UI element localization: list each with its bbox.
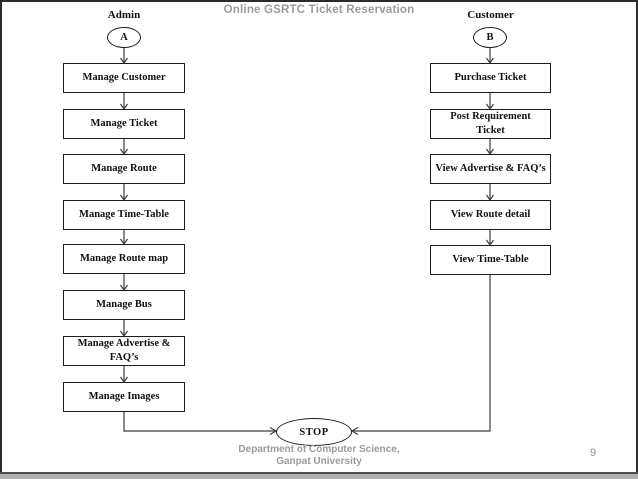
- bottom-divider-line: [0, 472, 638, 474]
- flow-step-box: Manage Advertise & FAQ’s: [63, 336, 185, 366]
- flow-step-box: View Route detail: [430, 200, 551, 230]
- bottom-bar: [0, 474, 638, 479]
- connector-b: B: [473, 27, 507, 48]
- customer-column-header: Customer: [467, 9, 514, 21]
- footer-line-1: Department of Computer Science,: [238, 444, 400, 455]
- page-number: 9: [590, 447, 597, 459]
- slide-frame-left: [0, 0, 2, 479]
- stop-terminator: STOP: [276, 418, 352, 446]
- flow-step-box: Manage Ticket: [63, 109, 185, 139]
- slide-title: Online GSRTC Ticket Reservation: [223, 4, 415, 16]
- footer-line-2: Ganpat University: [276, 455, 362, 467]
- flow-step-box: Manage Route: [63, 154, 185, 184]
- footer-text: Department of Computer Science, Ganpat U…: [0, 444, 638, 467]
- flow-step-box: Manage Route map: [63, 244, 185, 274]
- flow-step-box: Manage Customer: [63, 63, 185, 93]
- admin-column-header: Admin: [107, 9, 141, 21]
- flow-step-box: Post Requirement Ticket: [430, 109, 551, 139]
- flow-step-box: Manage Images: [63, 382, 185, 412]
- flow-step-box: Manage Time-Table: [63, 200, 185, 230]
- slide-frame-right: [636, 0, 638, 479]
- flow-step-box: Purchase Ticket: [430, 63, 551, 93]
- flow-step-box: Manage Bus: [63, 290, 185, 320]
- connector-a: A: [107, 27, 141, 48]
- flow-step-box: View Time-Table: [430, 245, 551, 275]
- slide-frame-top: [0, 0, 638, 2]
- flow-step-box: View Advertise & FAQ’s: [430, 154, 551, 184]
